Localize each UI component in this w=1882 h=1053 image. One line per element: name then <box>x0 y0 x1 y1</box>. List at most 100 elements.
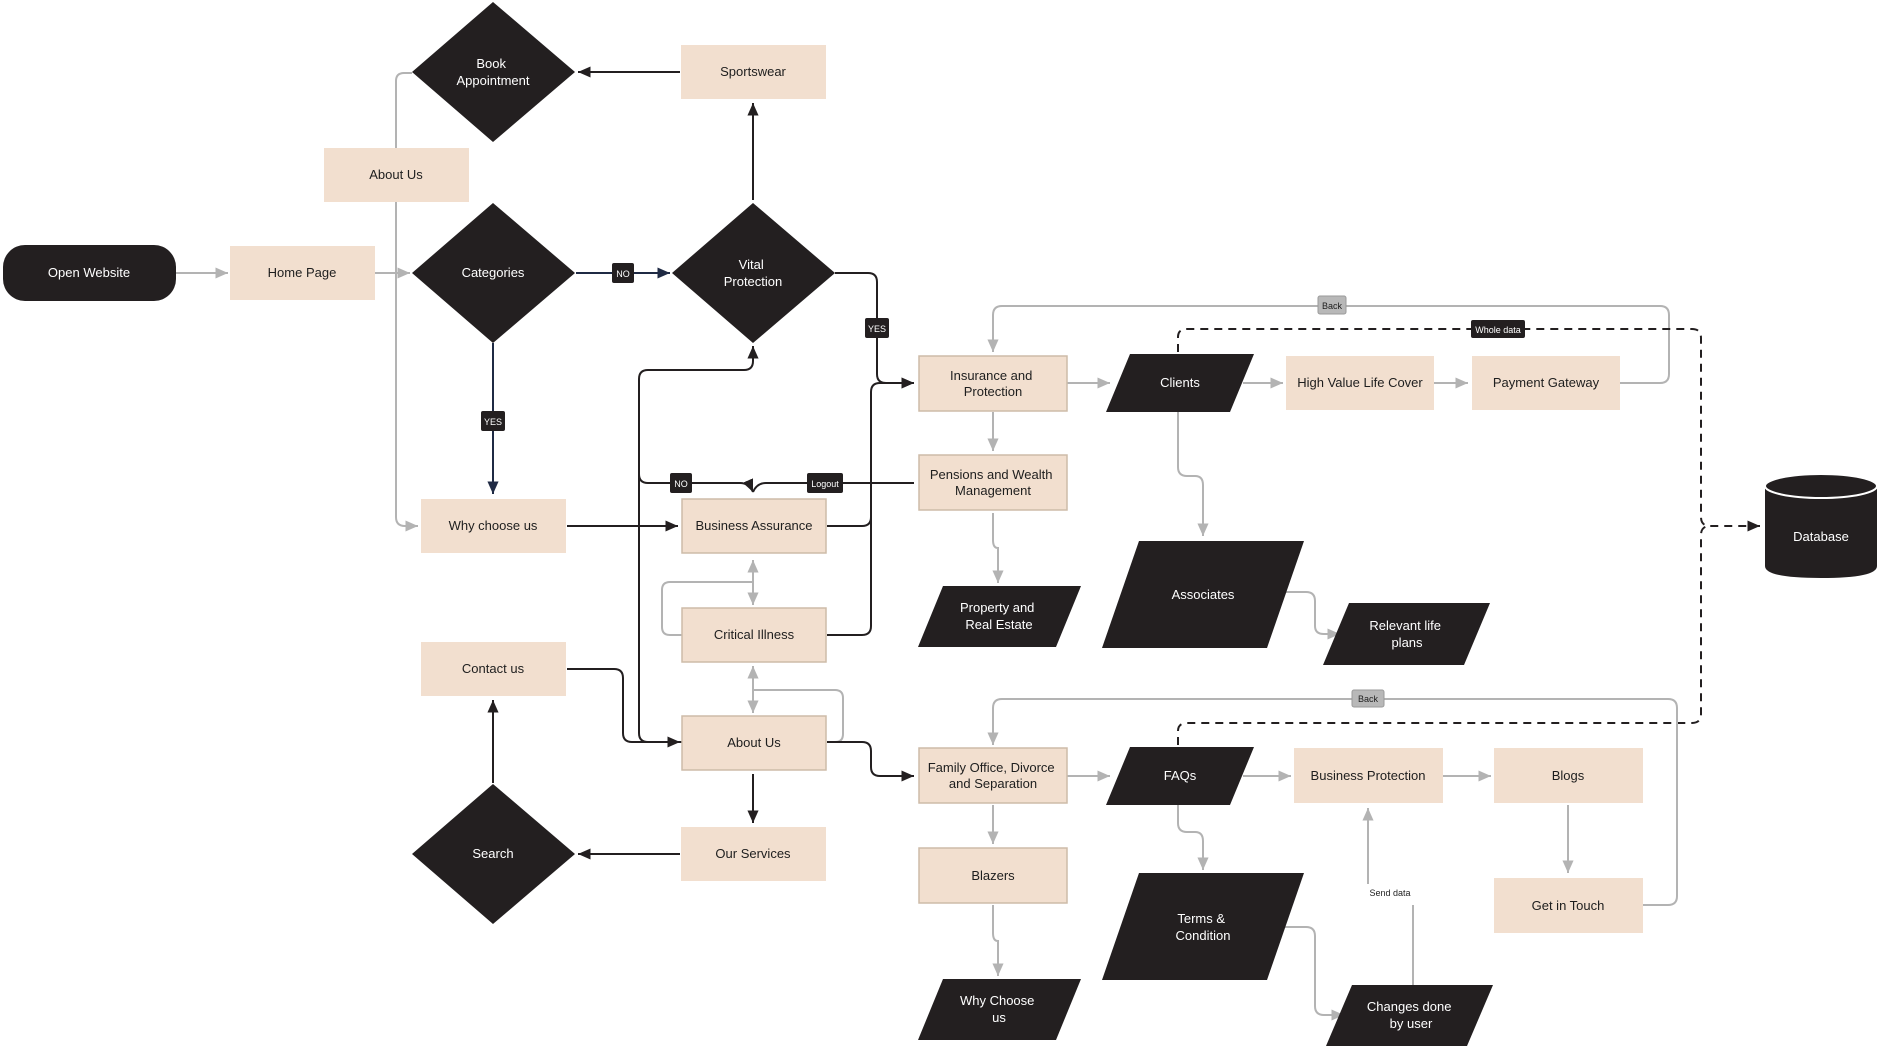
node-database[interactable]: Database <box>1764 473 1878 578</box>
node-why-choose-us-bottom[interactable]: Why Choose us <box>918 979 1081 1040</box>
edge-critical-business-loop <box>661 581 753 636</box>
node-clients[interactable]: Clients <box>1106 354 1254 412</box>
edge-contact-about <box>567 668 680 748</box>
svg-text:Why Choose us: Why Choose us <box>960 993 1038 1025</box>
svg-text:Pensions and Wealth Ma: Pensions and Wealth Management <box>930 467 1056 498</box>
node-contact-us[interactable]: Contact us <box>421 642 566 696</box>
edge-associates-relevant <box>1285 591 1340 640</box>
svg-text:Insurance and Protecti: Insurance and Protection <box>950 368 1036 399</box>
edge-getintouch-back-family <box>987 698 1678 906</box>
node-get-in-touch[interactable]: Get in Touch <box>1494 878 1643 933</box>
node-family-office[interactable]: Family Office, Divorce and Separation <box>918 747 1068 804</box>
svg-text:Search: Search <box>472 846 513 861</box>
svg-text:Send data: Send data <box>1369 888 1410 898</box>
edge-no-business <box>638 473 754 493</box>
node-insurance-protection[interactable]: Insurance and Protection <box>918 355 1068 412</box>
svg-text:Terms & Condition: Terms & Condition <box>1176 911 1231 943</box>
svg-text:Property and Real Esta: Property and Real Estate <box>960 600 1038 632</box>
edge-about-vital <box>638 346 759 743</box>
svg-text:Changes done by user: Changes done by user <box>1367 999 1455 1031</box>
node-relevant-life-plans[interactable]: Relevant life plans <box>1323 603 1490 665</box>
svg-text:Clients: Clients <box>1160 375 1200 390</box>
node-business-protection[interactable]: Business Protection <box>1294 748 1443 803</box>
svg-text:Vital Protection: Vital Protection <box>724 257 783 289</box>
svg-text:YES: YES <box>484 417 502 427</box>
edge-faqs-terms <box>1177 805 1209 870</box>
node-pensions-wealth[interactable]: Pensions and Wealth Management <box>918 454 1068 511</box>
nodes: Open Website Home Page About Us Sportswe… <box>3 2 1878 1046</box>
node-our-services[interactable]: Our Services <box>681 827 826 881</box>
edge-label-yes-vital: YES <box>865 318 889 338</box>
edge-label-no-business: NO <box>670 473 692 493</box>
node-categories[interactable]: Categories <box>412 203 575 343</box>
node-book-appointment[interactable]: Book Appointment <box>412 2 575 142</box>
node-open-website[interactable]: Open Website <box>3 245 176 301</box>
edge-faqs-dashed <box>1177 525 1711 745</box>
svg-text:Associates: Associates <box>1172 587 1235 602</box>
svg-text:Payment Gateway: Payment Gateway <box>1493 375 1600 390</box>
svg-text:About Us: About Us <box>369 167 423 182</box>
node-critical-illness[interactable]: Critical Illness <box>681 607 827 663</box>
node-why-choose-us[interactable]: Why choose us <box>421 499 566 553</box>
edge-pensions-property <box>992 513 1004 583</box>
node-business-assurance[interactable]: Business Assurance <box>681 498 827 554</box>
edge-blazers-whychoose <box>992 905 1004 976</box>
svg-text:Business Protection: Business Protection <box>1311 768 1426 783</box>
svg-text:Contact us: Contact us <box>462 661 525 676</box>
node-blogs[interactable]: Blogs <box>1494 748 1643 803</box>
edge-label-yes-categories: YES <box>481 411 505 431</box>
svg-text:Categories: Categories <box>462 265 525 280</box>
node-terms-condition[interactable]: Terms & Condition <box>1102 873 1304 980</box>
node-blazers[interactable]: Blazers <box>918 847 1068 904</box>
svg-text:Business Assurance: Business Assurance <box>695 518 812 533</box>
svg-text:Blazers: Blazers <box>971 868 1015 883</box>
node-home-page[interactable]: Home Page <box>230 246 375 300</box>
svg-text:Blogs: Blogs <box>1552 768 1585 783</box>
svg-text:Why choose us: Why choose us <box>449 518 538 533</box>
edge-logout-business <box>752 482 914 493</box>
svg-text:Whole data: Whole data <box>1475 325 1521 335</box>
svg-text:About Us: About Us <box>727 735 781 750</box>
edge-payment-back-insurance <box>987 305 1670 384</box>
edge-terms-changes <box>1285 926 1344 1021</box>
svg-text:Back: Back <box>1322 301 1343 311</box>
edge-trunk-book-appointment <box>395 72 418 532</box>
svg-text:Our Services: Our Services <box>715 846 791 861</box>
svg-text:Get in Touch: Get in Touch <box>1532 898 1605 913</box>
edge-whole-data-dashed <box>1177 328 1760 532</box>
node-faqs[interactable]: FAQs <box>1106 747 1254 805</box>
edge-label-logout: Logout <box>807 473 843 493</box>
svg-text:Book Appointment: Book Appointment <box>457 56 530 88</box>
svg-text:Relevant life plans: Relevant life plans <box>1369 618 1444 650</box>
node-about-us-top[interactable]: About Us <box>324 148 469 202</box>
svg-text:Home Page: Home Page <box>268 265 337 280</box>
svg-text:Critical Illness: Critical Illness <box>714 627 795 642</box>
edge-label-back-bottom: Back <box>1351 689 1385 708</box>
node-about-us-mid[interactable]: About Us <box>681 715 827 771</box>
svg-text:Sportswear: Sportswear <box>720 64 786 79</box>
edge-labels: NO YES YES NO Logout Back Whole data Ba <box>481 263 1525 900</box>
node-payment-gateway[interactable]: Payment Gateway <box>1472 356 1620 410</box>
svg-text:YES: YES <box>868 324 886 334</box>
node-high-value-life-cover[interactable]: High Value Life Cover <box>1286 356 1434 410</box>
edges <box>176 66 1760 1021</box>
svg-text:Back: Back <box>1358 694 1379 704</box>
edge-label-whole-data: Whole data <box>1471 320 1525 338</box>
edge-label-back-top: Back <box>1317 295 1347 315</box>
svg-text:FAQs: FAQs <box>1164 768 1197 783</box>
node-associates[interactable]: Associates <box>1102 541 1304 648</box>
svg-text:NO: NO <box>674 479 688 489</box>
edge-label-no-categories: NO <box>612 263 634 283</box>
edge-critical-insurance <box>827 392 872 636</box>
node-vital-protection[interactable]: Vital Protection <box>672 203 835 343</box>
node-changes-done-by-user[interactable]: Changes done by user <box>1326 985 1493 1046</box>
svg-text:Open Website: Open Website <box>48 265 130 280</box>
node-property-real-estate[interactable]: Property and Real Estate <box>918 586 1081 647</box>
svg-text:High Value Life Cover: High Value Life Cover <box>1297 375 1423 390</box>
edge-label-send-data: Send data <box>1364 884 1414 900</box>
edge-about-family <box>827 741 914 782</box>
node-search[interactable]: Search <box>412 784 575 924</box>
svg-text:NO: NO <box>616 269 630 279</box>
node-sportswear[interactable]: Sportswear <box>681 45 826 99</box>
